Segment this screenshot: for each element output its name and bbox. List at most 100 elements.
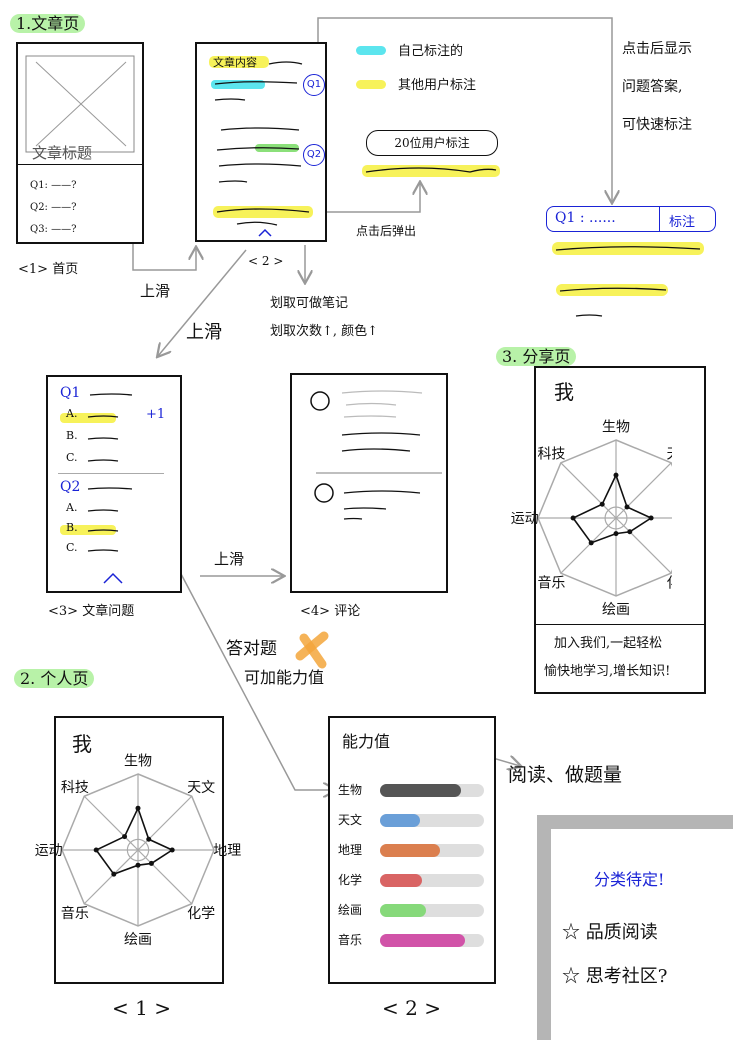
q1-option-c[interactable]: C. (66, 451, 78, 464)
personal-radar-axis-label: 生物 (124, 754, 152, 770)
home-question-3[interactable]: Q3: ——? (30, 224, 77, 235)
to-comments-label: 上滑 (214, 550, 245, 568)
ability-bar-fill (380, 904, 426, 917)
personal-radar-point (148, 860, 154, 866)
ability-bar-track (380, 934, 484, 947)
personal-radar-point (122, 834, 128, 840)
q1-popup-label: Q1 : ...... (555, 210, 616, 226)
ability-bar-track (380, 784, 484, 797)
ability-bar-fill (380, 814, 420, 827)
personal-radar-point (135, 862, 141, 868)
ability-bar-label: 生物 (338, 783, 363, 797)
q1-option-a[interactable]: A. (66, 407, 78, 420)
ability-bar-fill (380, 784, 462, 797)
pending-item-1-label: 品质阅读 (585, 922, 658, 943)
personal-radar-point (169, 847, 175, 853)
ability-bar-label: 化学 (338, 873, 363, 887)
comments-caption: <4> 评论 (300, 604, 361, 619)
share-radar-point (613, 531, 619, 537)
share-radar-point (599, 501, 605, 507)
image-placeholder (25, 55, 135, 153)
ability-screen: 能力值 生物天文地理化学绘画音乐 (328, 716, 496, 984)
share-radar-point (613, 472, 619, 478)
ability-bar-fill (380, 934, 466, 947)
pending-item-2-label: 思考社区? (585, 966, 668, 987)
click-question-note: 点击后显示 问题答案, 可快速标注 (622, 30, 692, 144)
personal-radar-point (146, 836, 152, 842)
swipe-note-1: 划取可做笔记 (270, 296, 349, 311)
annotation-count-bubble: 20位用户标注 (366, 130, 498, 156)
q1-option-b[interactable]: B. (66, 429, 78, 442)
personal-radar-title: 我 (72, 732, 92, 756)
share-radar-axis-label: 绘画 (602, 602, 630, 618)
personal-radar-spoke (137, 849, 193, 905)
share-radar-point (627, 529, 633, 535)
home-question-2[interactable]: Q2: ——? (30, 202, 77, 213)
arrow-content-to-questions (158, 249, 247, 356)
questions-lines (87, 393, 133, 584)
article-title-label: 文章标题 (32, 144, 93, 162)
personal-radar-axis-label: 运动 (35, 843, 63, 859)
arrow-home-to-content (132, 243, 196, 271)
ability-bar-label: 绘画 (338, 903, 363, 917)
ability-bar-label: 天文 (338, 813, 363, 827)
answer-bonus-1: 答对题 (226, 639, 277, 659)
share-radar-center-ring (604, 506, 628, 530)
home-question-1[interactable]: Q1: ——? (30, 180, 77, 191)
home-screen: 文章标题 Q1: ——? Q2: ——? Q3: ——? (16, 42, 144, 244)
legend-own-swatch (356, 46, 386, 55)
q2-option-c[interactable]: C. (66, 541, 78, 554)
personal-radar-axis-label: 化学 (187, 906, 215, 922)
arrow-questions-to-ability (179, 571, 335, 790)
share-radar-axis-label: 生物 (602, 420, 630, 436)
q1-answer-popup[interactable]: Q1 : ...... 标注 (546, 206, 716, 232)
personal-radar-axis-label: 音乐 (61, 905, 89, 922)
ability-bar-fill (380, 844, 441, 857)
q1-badge[interactable]: Q1 (303, 74, 325, 96)
ability-bar-label: 地理 (338, 843, 363, 857)
share-radar-axis-label: 科技 (537, 446, 565, 462)
content-caption: < 2 > (248, 254, 284, 268)
personal-radar-point (111, 871, 117, 877)
share-radar-spoke (615, 517, 672, 574)
comments-screen (290, 373, 448, 593)
personal-radar-caption: < 1 > (112, 996, 171, 1020)
share-radar-title: 我 (554, 380, 574, 404)
personal-radar-spoke (137, 795, 193, 851)
q1-annotate-button[interactable]: 标注 (669, 215, 696, 230)
ability-title: 能力值 (342, 732, 391, 751)
arrow-highlight-to-bubble (315, 183, 420, 213)
q2-option-a[interactable]: A. (66, 501, 78, 514)
ability-bar-track (380, 844, 484, 857)
questions-screen: Q1 A. B. C. +1 Q2 A. B. C. (46, 375, 182, 593)
legend-others-label: 其他用户标注 (398, 78, 477, 93)
q2-option-b[interactable]: B. (66, 521, 78, 534)
share-slogan-1: 加入我们,一起轻松 (554, 636, 663, 651)
section-label-share: 3. 分享页 (496, 347, 577, 366)
share-radar-axis-label: 天文 (667, 446, 672, 462)
pending-item-2: ☆ 思考社区? (562, 962, 667, 988)
pending-item-1: ☆ 品质阅读 (562, 918, 658, 944)
swipe-up-label-small: 上滑 (140, 282, 171, 300)
plus-one-badge: +1 (146, 407, 166, 422)
share-radar-series (571, 472, 653, 544)
ability-caption: < 2 > (382, 996, 441, 1020)
share-slogan-2: 愉快地学习,增长知识! (544, 664, 671, 679)
click-note-line-1: 点击后显示 (622, 41, 692, 57)
section-label-article: 1.文章页 (10, 14, 86, 33)
personal-radar-point (135, 805, 141, 811)
content-screen: 文章内容 Q1 Q2 (195, 42, 327, 242)
share-radar-axis-label: 运动 (511, 511, 539, 527)
share-radar-axis-label: 音乐 (537, 574, 565, 591)
personal-radar-center-ring (126, 838, 150, 862)
personal-radar-axis-label: 天文 (187, 780, 215, 796)
click-note-line-2: 问题答案, (622, 79, 683, 95)
ability-arrow-note: 阅读、做题量 (508, 764, 623, 786)
share-radar-point (588, 540, 594, 546)
personal-radar-spoke (83, 849, 139, 905)
star-icon: ☆ (562, 966, 586, 987)
q2-badge[interactable]: Q2 (303, 144, 325, 166)
